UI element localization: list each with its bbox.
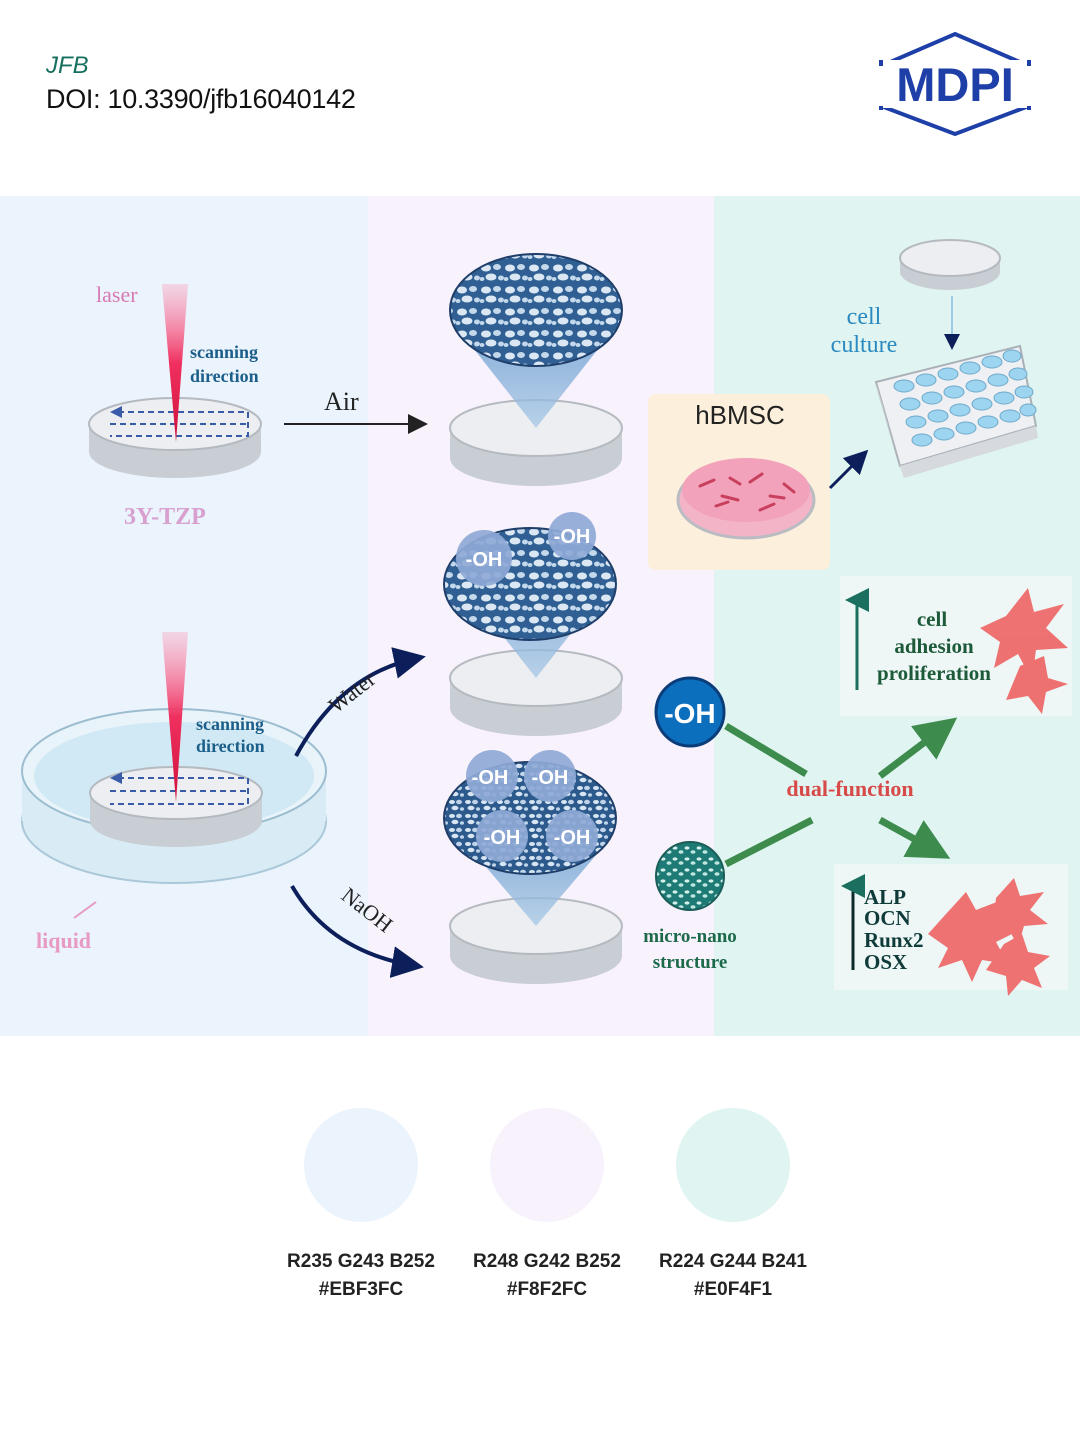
scanning-label-bottom-2: direction [196, 736, 265, 756]
adhesion-label-1: cell [917, 607, 947, 631]
cell-culture-label-2: culture [831, 332, 898, 358]
liquid-label: liquid [36, 928, 91, 953]
swatch-rgb-lavender: R248 G242 B252 [473, 1251, 621, 1272]
air-label: Air [324, 387, 359, 416]
scanning-label-top-1: scanning [190, 342, 258, 362]
oh-bubble-naoh-3: -OH [476, 810, 528, 862]
marker-runx2: Runx2 [864, 928, 924, 952]
adhesion-label-3: proliferation [877, 661, 991, 685]
dual-function-label: dual-function [786, 776, 913, 801]
svg-text:-OH: -OH [532, 767, 569, 789]
swatch-hex-lavender: #F8F2FC [506, 1279, 588, 1300]
svg-text:-OH: -OH [664, 698, 715, 729]
marker-osx: OSX [864, 950, 907, 974]
well-plate [874, 344, 1038, 478]
marker-alp: ALP [864, 885, 906, 909]
micro-nano-structure-icon [655, 841, 725, 911]
laser-beam-top [162, 284, 188, 442]
journal-name: JFB [46, 52, 89, 79]
center-to-differentiation-arrow [878, 816, 951, 859]
svg-text:-OH: -OH [484, 827, 521, 849]
sample-label: 3Y-TZP [124, 504, 206, 530]
oh-to-center-arrow [724, 722, 808, 778]
swatch-rgb-mint: R224 G244 B241 [659, 1251, 807, 1272]
cell-culture-label-1: cell [847, 304, 882, 330]
water-arrow [294, 647, 426, 757]
swatch-hex-blue: #EBF3FC [318, 1279, 404, 1300]
graphical-abstract: laser scanning direction 3Y-TZP Air scan… [0, 196, 1080, 1036]
swatch-label-mint: R224 G244 B241 #E0F4F1 [638, 1248, 828, 1304]
swatch-blue [304, 1108, 418, 1222]
svg-text:-OH: -OH [554, 526, 591, 548]
naoh-arrow [290, 885, 424, 978]
svg-text:-OH: -OH [466, 549, 503, 571]
scanning-label-top-2: direction [190, 366, 259, 386]
liquid-pointer [73, 901, 97, 919]
oh-bubble-water-1: -OH [456, 530, 512, 586]
micro-nano-label-1: micro-nano [643, 926, 737, 947]
swatch-label-blue: R235 G243 B252 #EBF3FC [266, 1248, 456, 1304]
doi-label: DOI: 10.3390/jfb16040142 [46, 84, 356, 114]
swatch-mint [676, 1108, 790, 1222]
svg-text:MDPI: MDPI [896, 58, 1014, 111]
center-to-adhesion-arrow [877, 717, 958, 779]
laser-label: laser [96, 282, 138, 307]
svg-text:-OH: -OH [472, 767, 509, 789]
oh-bubble-naoh-2: -OH [524, 750, 576, 802]
oh-bubble-naoh-4: -OH [546, 810, 598, 862]
scanning-label-bottom-1: scanning [196, 714, 264, 734]
mdpi-logo: MDPI [876, 31, 1034, 137]
disk-air-surface [449, 253, 623, 486]
cell-culture-lid [899, 239, 1001, 290]
swatch-rgb-blue: R235 G243 B252 [287, 1251, 435, 1272]
hbmsc-label: hBMSC [695, 400, 785, 430]
oh-badge: -OH [654, 676, 726, 748]
adhesion-label-2: adhesion [894, 634, 974, 658]
osteoblast-cells-icon [928, 878, 1050, 996]
hbmsc-to-plate-arrow [828, 449, 869, 490]
oh-bubble-water-2: -OH [548, 512, 596, 560]
swatch-lavender [490, 1108, 604, 1222]
micro-to-center-arrow [724, 816, 814, 868]
marker-ocn: OCN [864, 906, 911, 930]
swatch-hex-mint: #E0F4F1 [693, 1279, 773, 1300]
petri-dish-cells [676, 458, 816, 540]
swatch-label-lavender: R248 G242 B252 #F8F2FC [452, 1248, 642, 1304]
laser-beam-bottom [162, 632, 188, 802]
micro-nano-label-2: structure [653, 952, 728, 973]
adhered-cells-icon [980, 588, 1068, 714]
oh-bubble-naoh-1: -OH [466, 750, 518, 802]
svg-text:-OH: -OH [554, 827, 591, 849]
